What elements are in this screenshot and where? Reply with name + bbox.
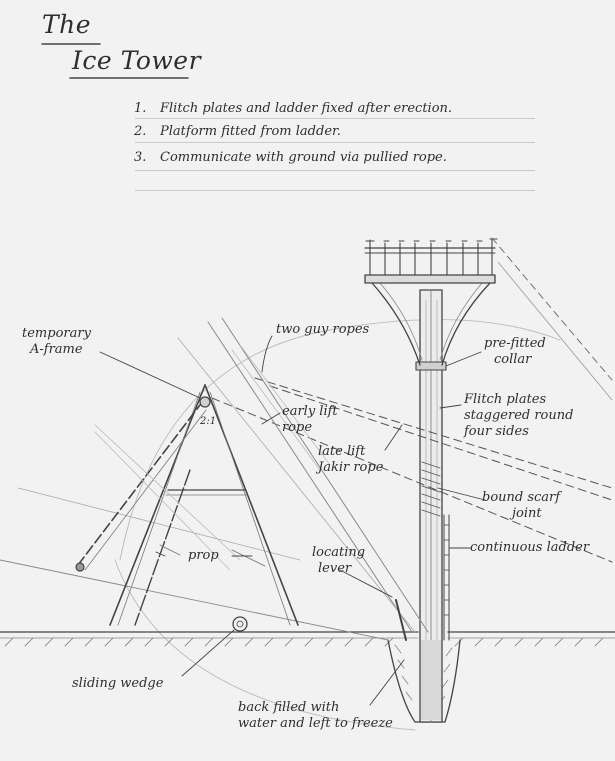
label-line: early lift: [282, 404, 338, 419]
label-early-lift-rope: early lift rope: [282, 404, 338, 436]
title-line-1: The: [42, 10, 92, 39]
temporary-brace: [75, 404, 207, 572]
title-line-2: Ice Tower: [72, 46, 202, 75]
ground-hatching: [4, 637, 604, 647]
label-bound-scarf-joint: bound scarf joint: [482, 490, 560, 522]
locating-lever: [395, 599, 407, 641]
label-line: Jakir rope: [318, 460, 384, 475]
note-3-text: Communicate with ground via pullied rope…: [160, 150, 447, 165]
label-line: staggered round: [464, 408, 574, 423]
label-line: water and left to freeze: [238, 716, 393, 731]
guy-line: [497, 261, 613, 401]
note-2-number: 2.: [134, 124, 147, 139]
label-line: pre-fitted: [484, 336, 546, 351]
ruled-line: [135, 170, 535, 171]
construction-arc: [114, 559, 416, 731]
label-flitch-plates: Flitch plates staggered round four sides: [464, 392, 573, 440]
label-pre-fitted-collar: pre-fitted collar: [484, 336, 546, 368]
label-temporary-a-frame: temporary A-frame: [22, 326, 91, 358]
guy-ropes: [211, 377, 613, 563]
ruled-line: [135, 142, 535, 143]
label-prop: prop: [188, 548, 219, 563]
ground-wire: [17, 487, 301, 561]
label-continuous-ladder: continuous ladder: [470, 540, 590, 555]
label-line: A-frame: [30, 342, 83, 357]
label-line: bound scarf: [482, 490, 561, 505]
ground-line: [0, 631, 615, 639]
label-line: lever: [318, 561, 352, 576]
prop: [134, 469, 266, 626]
ruled-line: [135, 190, 535, 191]
note-3-number: 3.: [134, 150, 147, 165]
label-line: late lift: [318, 444, 366, 459]
leader-lines: [99, 335, 486, 706]
label-line: temporary: [22, 326, 91, 341]
sliding-wedge: [232, 616, 248, 632]
guy-line-dashed: [491, 237, 613, 381]
ruled-line: [135, 118, 535, 119]
label-sliding-wedge: sliding wedge: [72, 676, 164, 691]
label-line: rope: [282, 420, 313, 435]
label-locating-lever: locating lever: [312, 545, 365, 577]
a-frame: [109, 384, 299, 626]
platform-braces: [371, 282, 491, 366]
note-1-number: 1.: [134, 101, 147, 116]
label-line: back filled with: [238, 700, 340, 715]
label-two-guy-ropes: two guy ropes: [276, 322, 370, 337]
raised-pole: [177, 317, 429, 633]
label-ratio: 2:1: [200, 416, 217, 427]
construction-lines: [94, 344, 331, 571]
ground-wire: [0, 559, 389, 641]
scarf-joint: [421, 461, 441, 517]
label-line: locating: [312, 545, 366, 560]
note-2-text: Platform fitted from ladder.: [160, 124, 341, 139]
platform: [364, 238, 498, 284]
label-line: collar: [494, 352, 532, 367]
label-late-lift-rope: late lift Jakir rope: [318, 444, 383, 476]
note-1-text: Flitch plates and ladder fixed after ere…: [160, 101, 453, 116]
construction-arc: [119, 319, 561, 561]
label-line: joint: [512, 506, 542, 521]
tower-pole: [419, 289, 443, 723]
label-back-filled: back filled with water and left to freez…: [238, 700, 393, 732]
continuous-ladder: [443, 514, 450, 641]
label-line: four sides: [464, 424, 529, 439]
label-line: Flitch plates: [464, 392, 547, 407]
collar: [415, 361, 447, 371]
